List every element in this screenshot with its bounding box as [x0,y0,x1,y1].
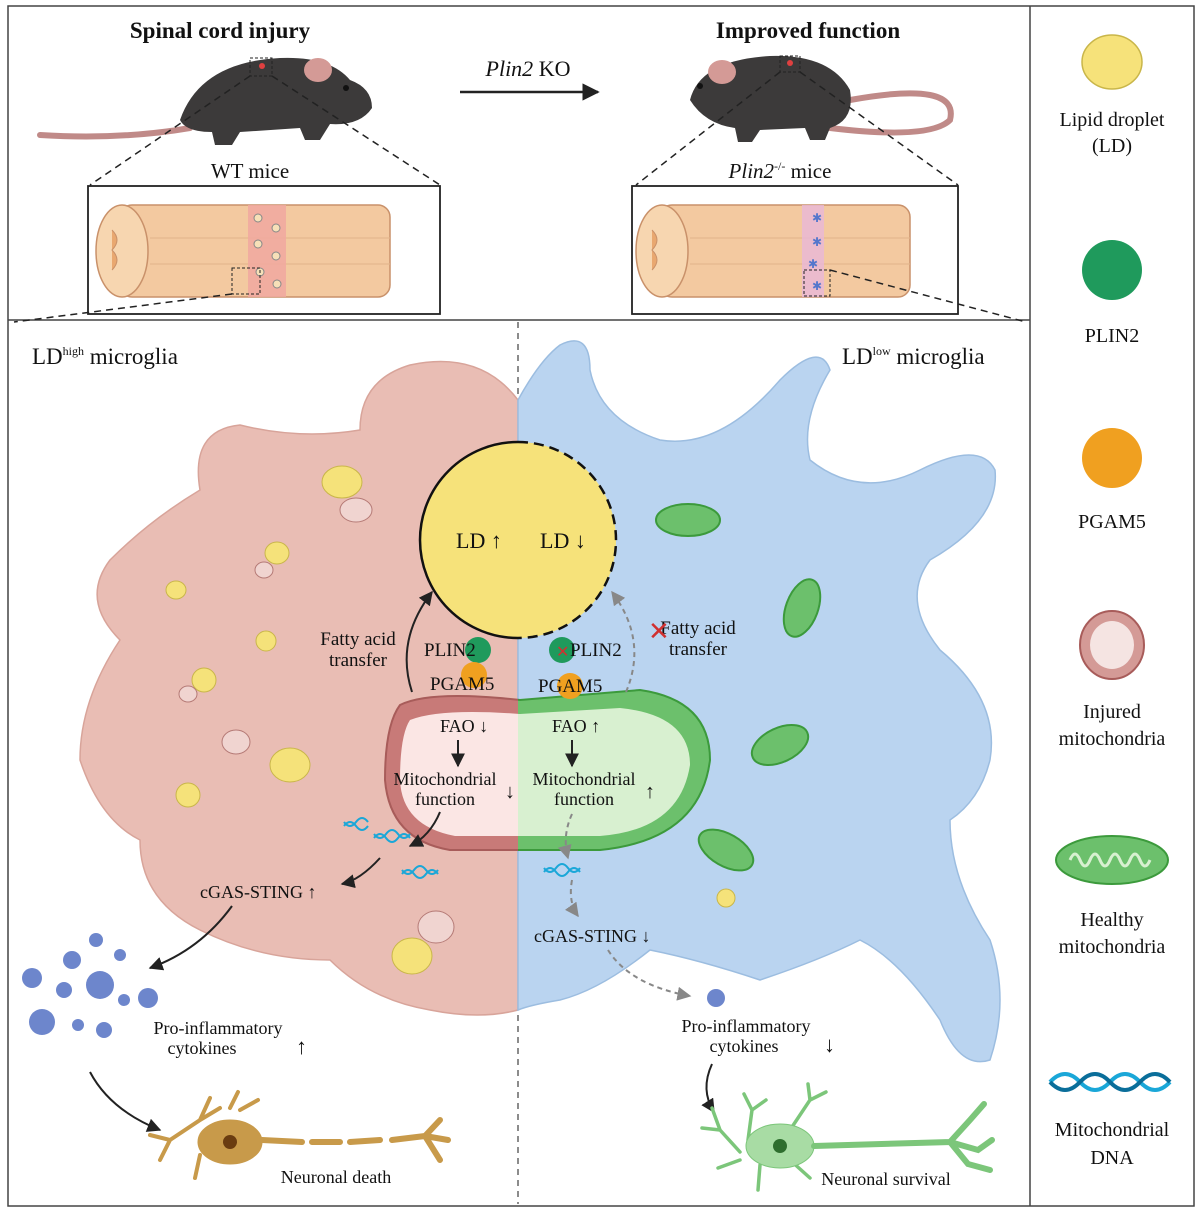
left-pgam5-label: PGAM5 [430,674,494,695]
ko-mice-label: Plin2-/- mice [728,159,832,183]
right-fao: FAO ↑ [552,716,600,736]
right-mtdna [543,863,581,877]
right-plin2-label: PLIN2 [570,640,622,661]
left-fatty-2: transfer [329,650,388,671]
left-mito-1: Mitochondrial [394,769,497,789]
right-mito-arrow: ↑ [645,781,655,803]
legend-pgam5-icon [1082,428,1142,488]
legend-plin2-icon [1082,240,1142,300]
right-cyto-1: Pro-inflammatory [682,1016,811,1036]
right-cyto-arrow: ↓ [824,1032,835,1057]
legend-healthy-mito-icon [1055,835,1169,885]
left-fatty-1: Fatty acid [320,629,396,650]
legend-healthy-2: mitochondria [1059,936,1166,958]
left-mito-2: function [415,789,475,809]
top-right-title: Improved function [716,18,900,43]
left-plin2-dot [465,637,491,663]
svg-text:✱: ✱ [812,235,822,249]
ld-label-left: LD ↑ [456,528,502,553]
central-lipid-droplet [418,440,618,640]
central-injured-mito [383,695,518,851]
legend-dna-1: Mitochondrial [1055,1119,1170,1141]
right-neuron-label: Neuronal survival [821,1169,950,1189]
left-cyto-1: Pro-inflammatory [154,1018,283,1038]
top-left-title: Spinal cord injury [130,18,311,43]
left-fao: FAO ↓ [440,716,488,736]
dead-neuron [148,1090,451,1180]
legend-plin2: PLIN2 [1085,325,1139,347]
legend-pgam5: PGAM5 [1078,511,1146,533]
right-panel-title: LDlow microglia [842,344,985,369]
ko-label: Plin2 KO [485,56,571,81]
left-pgam5-dot [461,662,487,688]
legend-ld-icon [1081,34,1143,90]
left-cgas: cGAS-STING ↑ [200,882,317,902]
legend-injured-2: mitochondria [1059,728,1166,750]
left-cyto-2: cytokines [168,1038,237,1058]
ko-mouse [690,55,954,142]
left-plin2-label: PLIN2 [424,640,476,661]
legend-ld-2: (LD) [1092,135,1132,157]
surviving-neuron [700,1082,995,1192]
svg-text:✱: ✱ [808,257,818,271]
legend-ld-1: Lipid droplet [1060,109,1165,131]
left-panel-title: LDhigh microglia [32,344,178,369]
right-pgam5-dot [557,673,583,699]
left-cytokines [22,933,158,1038]
right-mito-1: Mitochondrial [533,769,636,789]
legend-injured-1: Injured [1083,701,1141,723]
right-pgam5-label: PGAM5 [538,676,602,697]
central-healthy-mito [518,688,712,851]
wt-spinal-cord [95,204,391,298]
right-cyto-2: cytokines [710,1036,779,1056]
left-cyto-arrow: ↑ [296,1034,307,1059]
right-block-x: ✕ [648,617,670,646]
injured-microglia-cell [79,360,519,1016]
right-fatty-2: transfer [669,639,728,660]
healthy-microglia-cell [517,340,1001,1063]
ld-label-right: LD ↓ [540,528,586,553]
left-cell-contents [165,465,455,975]
left-neuron-label: Neuronal death [281,1167,391,1187]
right-fatty-1: Fatty acid [660,618,736,639]
svg-text:✱: ✱ [812,211,822,225]
left-mtdna [343,817,439,879]
right-cgas: cGAS-STING ↓ [534,926,651,946]
right-plin2-x: ✕ [556,644,569,661]
legend-dna-2: DNA [1090,1147,1134,1169]
ko-spinal-cord: ✱ ✱ ✱ ✱ [635,204,911,298]
right-cytokine [707,989,725,1007]
wt-mice-label: WT mice [211,159,289,183]
legend-dna-icon [1048,1072,1172,1092]
outer-frame [7,5,1195,1207]
legend-healthy-1: Healthy [1080,909,1143,931]
right-plin2-dot [549,637,575,663]
right-cell-contents [655,503,822,908]
right-mito-2: function [554,789,614,809]
wt-mouse [37,57,372,145]
svg-text:✱: ✱ [812,279,822,293]
left-mito-arrow: ↓ [505,781,515,803]
legend: Lipid droplet (LD) PLIN2 PGAM5 Injured m… [1048,34,1172,1169]
